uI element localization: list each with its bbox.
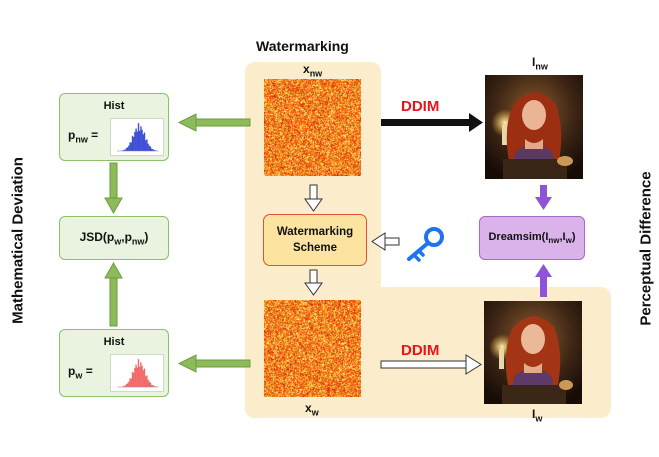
hist-top-bar [142, 134, 144, 151]
hist-bottom-bar [128, 381, 130, 387]
hist-top-bar [145, 140, 147, 151]
p-w-label: pw = [68, 364, 93, 381]
latent-noise-w [264, 300, 361, 397]
hist-bottom-bar [123, 385, 125, 387]
hist-top-bar [137, 123, 140, 151]
watermarking-title: Watermarking [256, 38, 349, 54]
arrow-hist-top-to-jsd [104, 162, 123, 215]
hist-bottom-bar [145, 376, 147, 387]
hist-top-bar [128, 145, 130, 151]
scheme-line2: Scheme [292, 242, 338, 254]
image-w-portrait [484, 301, 582, 404]
hist-top-bar [136, 131, 138, 151]
latent-noise-nw [264, 79, 361, 176]
arrow-image-nw-to-dreamsim [535, 185, 552, 210]
hist-bottom-bar [136, 367, 138, 387]
hist-top-bar [133, 136, 135, 151]
hist-bottom-bar [130, 378, 132, 387]
ddim-label-top: DDIM [401, 98, 440, 115]
hist-top-bar [154, 150, 156, 151]
latent-w-label: xw [305, 401, 319, 418]
hist-box-bottom: Hist pw = [59, 329, 169, 397]
hist-top-bar [149, 146, 152, 151]
hist-bottom-bar [146, 375, 148, 387]
hist-bottom-bar [137, 359, 140, 387]
hist-bottom-bar [149, 382, 152, 387]
hist-bottom-bar [124, 385, 126, 387]
hist-bottom-bar [151, 384, 153, 387]
hist-top-bar [147, 143, 149, 151]
arrow-latent-to-hist-bottom [177, 354, 251, 373]
hist-top-bar [148, 145, 150, 151]
image-nw-label: Inw [532, 55, 548, 72]
hist-top-bar [131, 135, 134, 151]
hist-top-bar [125, 148, 128, 151]
hist-bottom-bar [153, 386, 155, 387]
hist-top-bar [140, 126, 142, 151]
hist-top-bar [153, 150, 155, 151]
hist-bottom-bar [154, 386, 156, 387]
hist-bottom-bar [139, 366, 141, 387]
hist-bottom-bar [129, 378, 131, 387]
hist-top-bar [123, 149, 125, 151]
hist-top-bar [141, 129, 143, 151]
hist-bottom-bar [140, 362, 142, 387]
hist-bottom-bar [125, 384, 128, 387]
arrow-ddim-top [381, 113, 483, 132]
hist-top-bar [135, 128, 137, 151]
hist-bottom-bar [135, 364, 137, 387]
hist-top-bar [146, 139, 148, 151]
hist-top-bar [143, 132, 146, 151]
hist-bottom-bar [148, 381, 150, 387]
hist-bottom-bar [127, 383, 129, 387]
jsd-box: JSD(pw,pnw) [59, 216, 169, 260]
hist-title-top: Hist [103, 100, 125, 112]
perceptual-difference-label: Perceptual Difference [637, 171, 655, 326]
arrow-latent-to-hist-top [177, 113, 251, 132]
hist-box-top: Hist pnw = [59, 93, 169, 161]
scheme-line1: Watermarking [276, 226, 354, 238]
hist-top-bar [139, 130, 141, 151]
hist-top-bar [130, 142, 132, 151]
hist-bottom-bar [142, 370, 144, 387]
hist-bottom-bar [133, 372, 135, 387]
ddim-label-bottom: DDIM [401, 342, 440, 359]
hist-bottom-bar [131, 371, 134, 387]
latent-nw-label: xnw [303, 62, 323, 79]
hist-bottom-bar [134, 367, 136, 387]
watermarking-scheme-box: Watermarking Scheme [263, 214, 367, 266]
p-nw-label: pnw = [68, 128, 99, 145]
arrow-hist-bottom-to-jsd [104, 261, 123, 327]
image-w-label: Iw [532, 407, 543, 424]
hist-top-bar [127, 147, 129, 151]
hist-bottom-bar [147, 379, 149, 387]
hist-top-bar [151, 148, 153, 151]
hist-plot-bottom [110, 354, 164, 392]
image-nw-portrait [485, 75, 583, 179]
mathematical-deviation-label: Mathematical Deviation [9, 157, 27, 324]
key-icon [407, 227, 444, 262]
hist-top-bar [124, 149, 126, 151]
hist-bottom-bar [141, 365, 143, 387]
hist-title-bottom: Hist [103, 336, 125, 348]
hist-top-bar [152, 149, 154, 151]
hist-bottom-bar [143, 368, 146, 387]
hist-bottom-bar [152, 385, 154, 387]
hist-top-bar [134, 131, 136, 151]
hist-top-bar [129, 142, 131, 151]
hist-plot-top [110, 118, 164, 156]
dreamsim-box: Dreamsim(Inw,Iw) [479, 216, 585, 260]
